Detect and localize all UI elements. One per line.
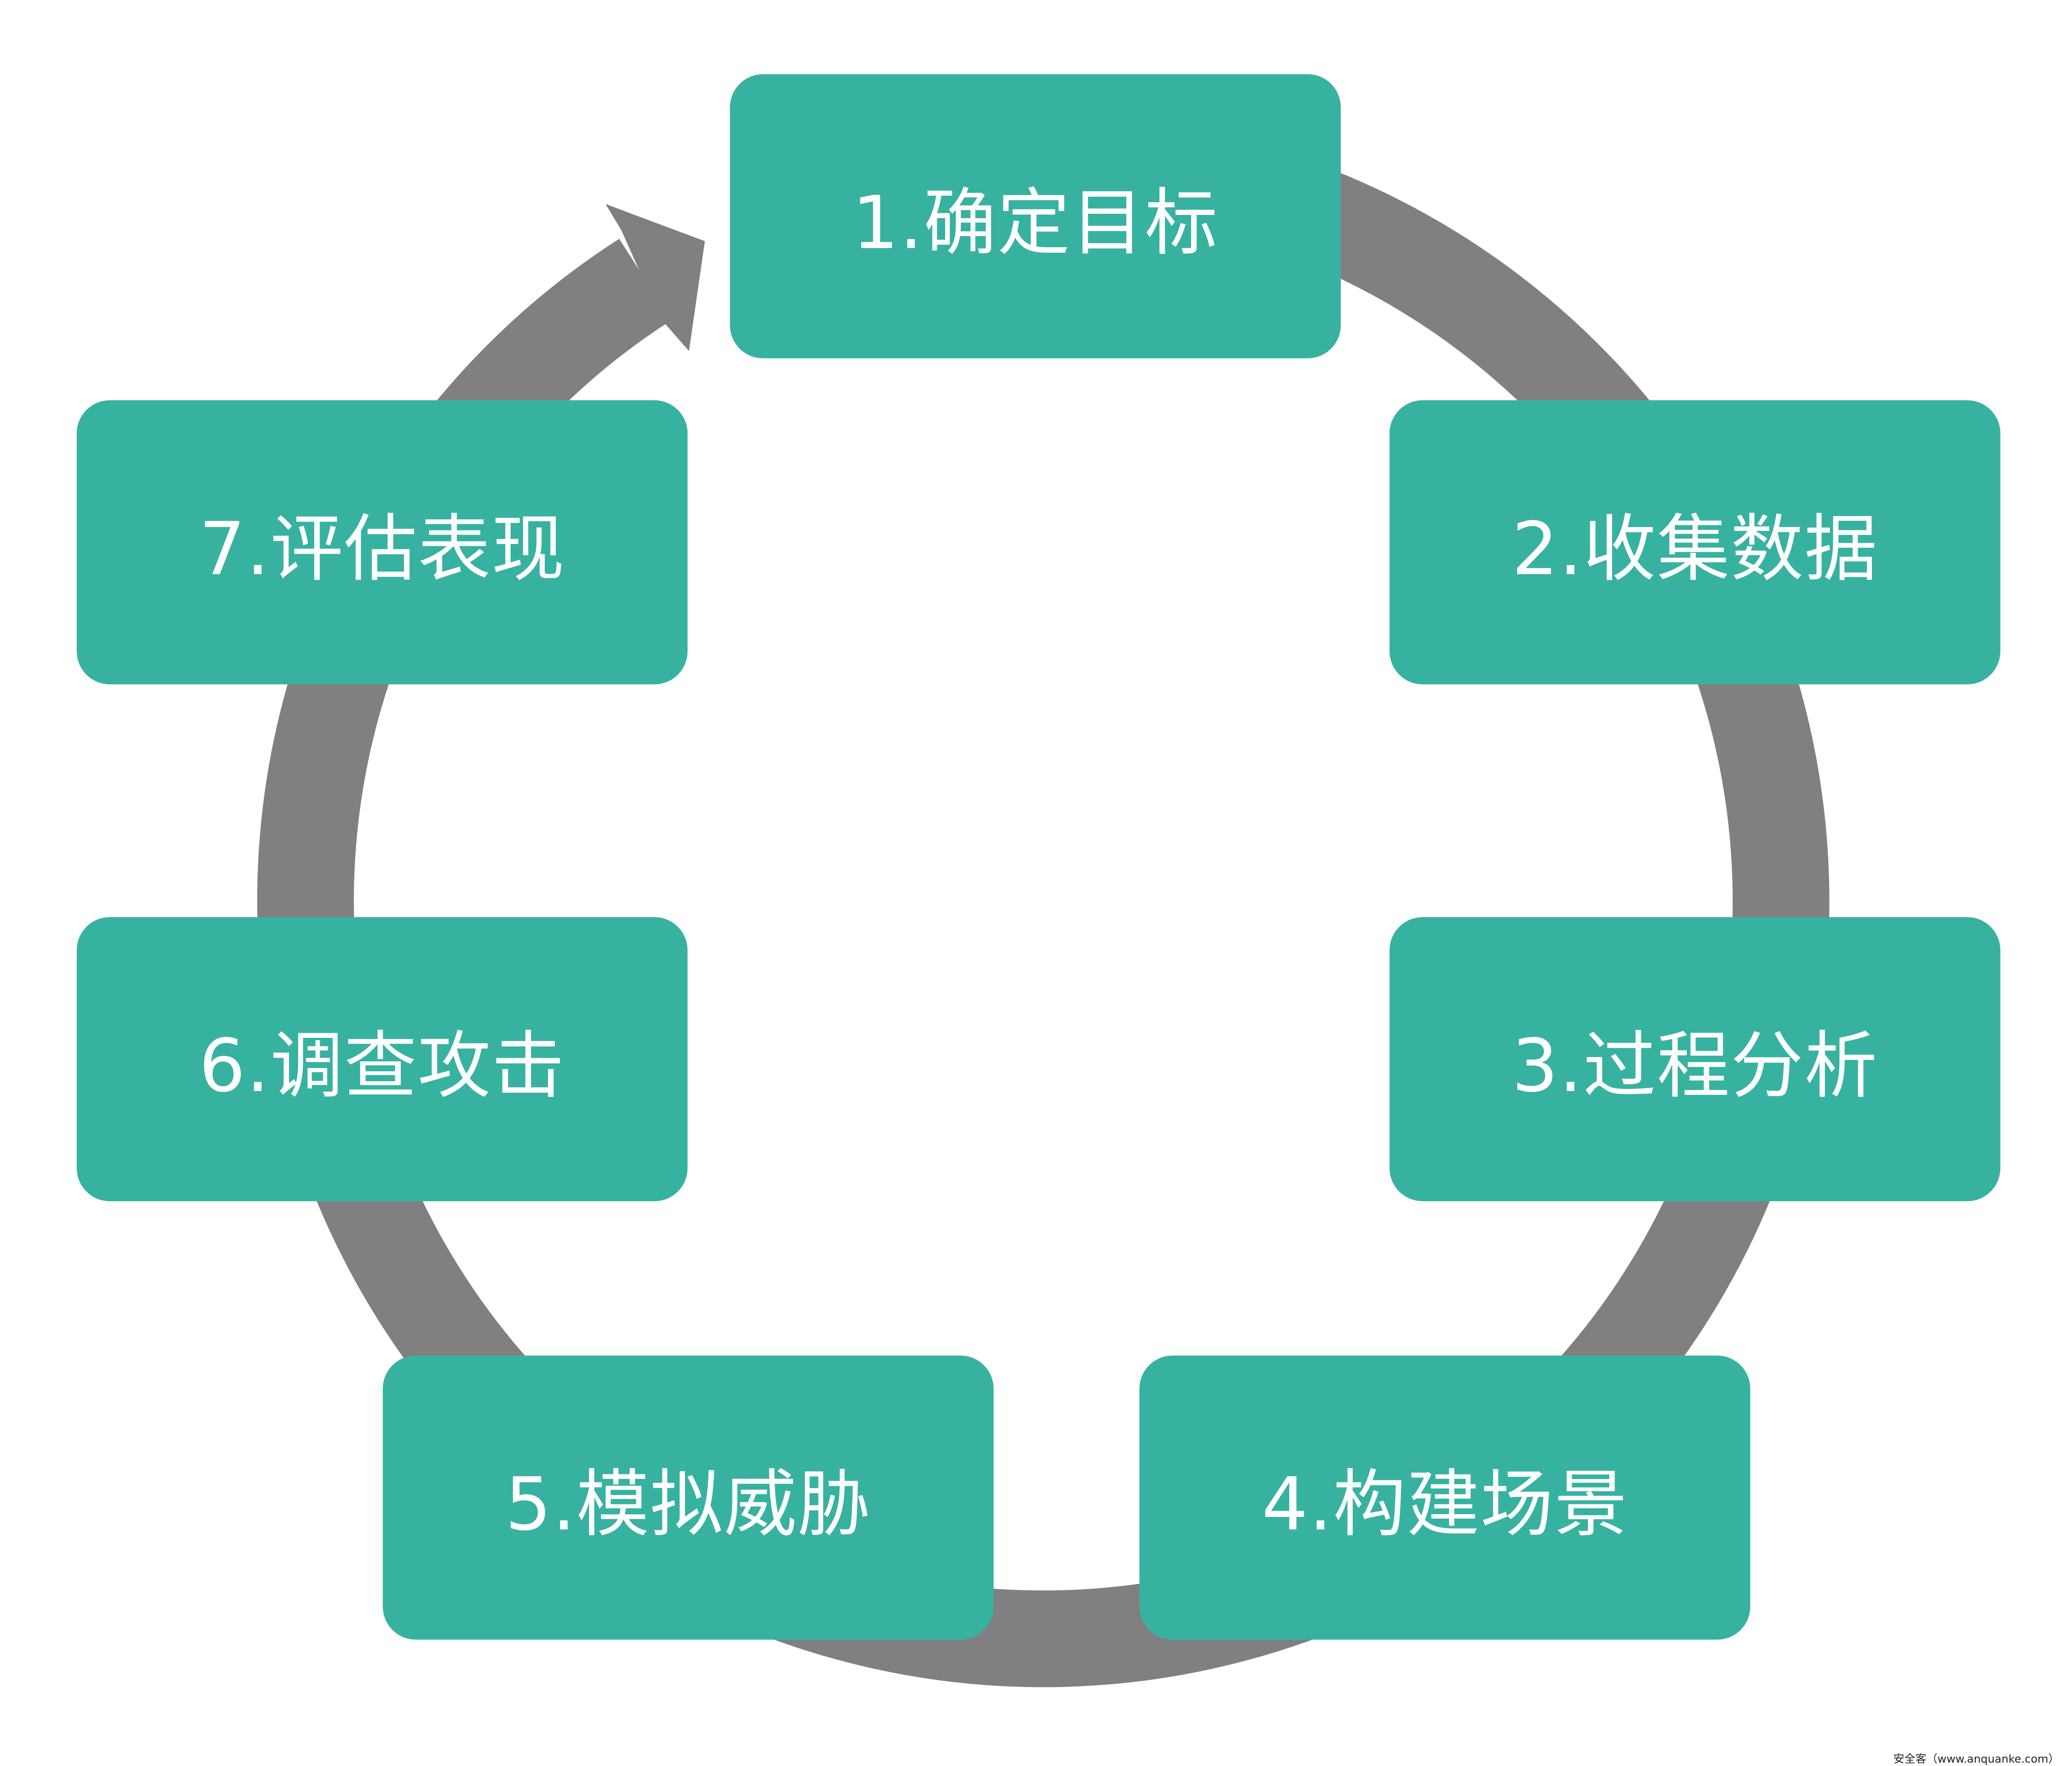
step-6-box: 6.调查攻击 — [77, 917, 688, 1201]
step-label: 7.评估表现 — [199, 506, 565, 591]
step-label: 2.收集数据 — [1512, 506, 1878, 591]
watermark: 安全客（www.anquanke.com） — [1893, 1753, 2059, 1766]
step-7-box: 7.评估表现 — [77, 400, 688, 684]
step-label: 1.确定目标 — [852, 180, 1219, 265]
step-label: 4.构建场景 — [1262, 1462, 1628, 1547]
step-5-box: 5.模拟威胁 — [383, 1356, 994, 1640]
step-4-box: 4.构建场景 — [1139, 1356, 1750, 1640]
step-label: 6.调查攻击 — [199, 1023, 565, 1108]
arrowhead-icon — [605, 204, 705, 352]
step-label: 5.模拟威胁 — [505, 1462, 872, 1547]
step-2-box: 2.收集数据 — [1390, 400, 2000, 684]
step-3-box: 3.过程分析 — [1390, 917, 2000, 1201]
step-1-box: 1.确定目标 — [730, 74, 1341, 358]
step-label: 3.过程分析 — [1512, 1023, 1878, 1108]
